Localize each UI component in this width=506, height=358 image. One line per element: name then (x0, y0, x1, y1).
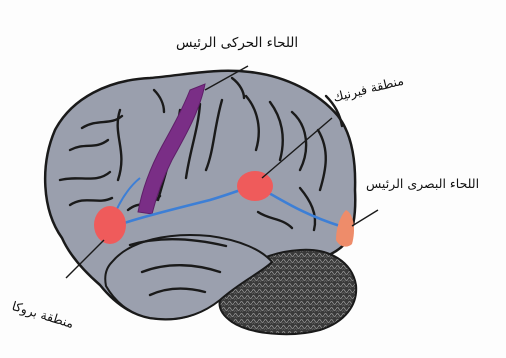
label-primary-motor-cortex: اللحاء الحركى الرئيس (176, 37, 298, 51)
broca-area-region (94, 206, 126, 244)
label-primary-visual-cortex: اللحاء البصرى الرئيس (366, 178, 479, 191)
wernicke-area-region (237, 171, 273, 201)
